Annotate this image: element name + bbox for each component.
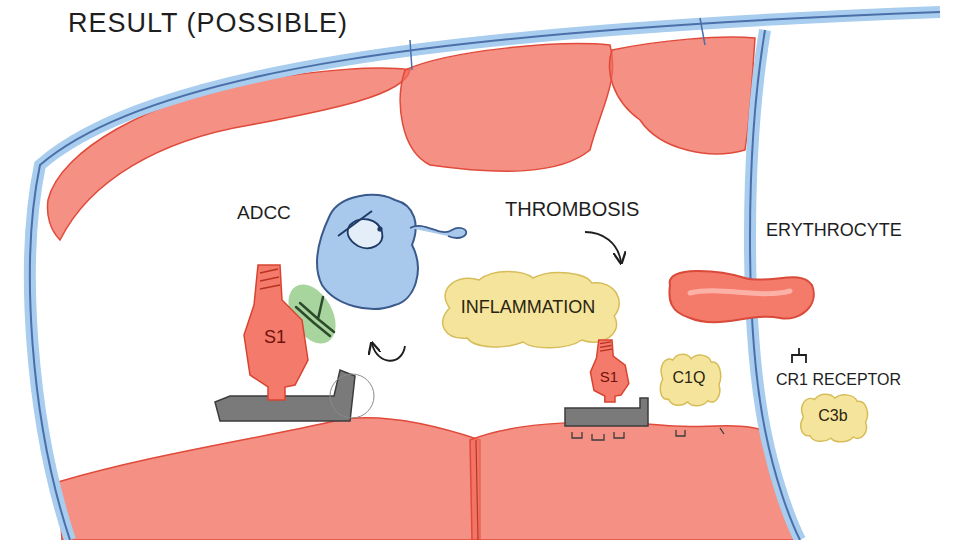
spike-hatching xyxy=(600,342,612,351)
annotation-label: ADCC xyxy=(237,202,291,224)
vessel-wall-line xyxy=(30,12,940,540)
annotation-label: ERYTHROCYTE xyxy=(766,220,902,241)
annotation-label: THROMBOSIS xyxy=(505,198,639,221)
spike-protein-shape xyxy=(590,340,628,402)
curved-arrow xyxy=(585,232,621,262)
complement-cloud: C1Q xyxy=(656,352,723,406)
tissue-blob xyxy=(400,44,612,172)
cell-border xyxy=(476,440,478,540)
tissue-blob xyxy=(470,422,798,540)
vessel-wall xyxy=(30,12,940,540)
complement-cloud-shape xyxy=(443,272,620,348)
complement-cloud: C3b xyxy=(796,392,870,442)
receptor-bracket xyxy=(792,348,806,363)
node-label: INFLAMMATION xyxy=(461,297,596,318)
annotation-label: CR1 RECEPTOR xyxy=(776,371,901,389)
tissue-blob xyxy=(609,37,755,154)
complement-cloud-shape xyxy=(801,394,868,442)
spike-hatching xyxy=(260,269,280,289)
immune-cell xyxy=(317,195,418,309)
highlight-circle xyxy=(330,374,374,418)
cell-nucleus xyxy=(348,219,383,248)
wall-segment-line xyxy=(410,18,705,70)
cell-line xyxy=(338,211,372,236)
complement-cloud-shape xyxy=(660,354,720,405)
spike-protein: S1 xyxy=(588,340,630,402)
erythrocyte-shape xyxy=(669,271,813,322)
diagram-title: RESULT (POSSIBLE) xyxy=(68,8,348,39)
node-label: S1 xyxy=(600,368,618,385)
node-label: S1 xyxy=(264,327,286,348)
node-label: C3b xyxy=(818,407,847,425)
fragment-marks xyxy=(572,428,724,440)
cell-tail xyxy=(410,226,466,238)
spike-protein-shape xyxy=(244,265,308,400)
erythrocyte-highlight xyxy=(690,291,790,294)
node-label: C1Q xyxy=(673,369,706,387)
spike-protein: S1 xyxy=(240,265,310,400)
curved-arrow xyxy=(372,344,405,361)
tissue-blob xyxy=(58,418,480,540)
cell-dot xyxy=(377,226,382,231)
complement-cloud: INFLAMMATION xyxy=(430,268,626,348)
